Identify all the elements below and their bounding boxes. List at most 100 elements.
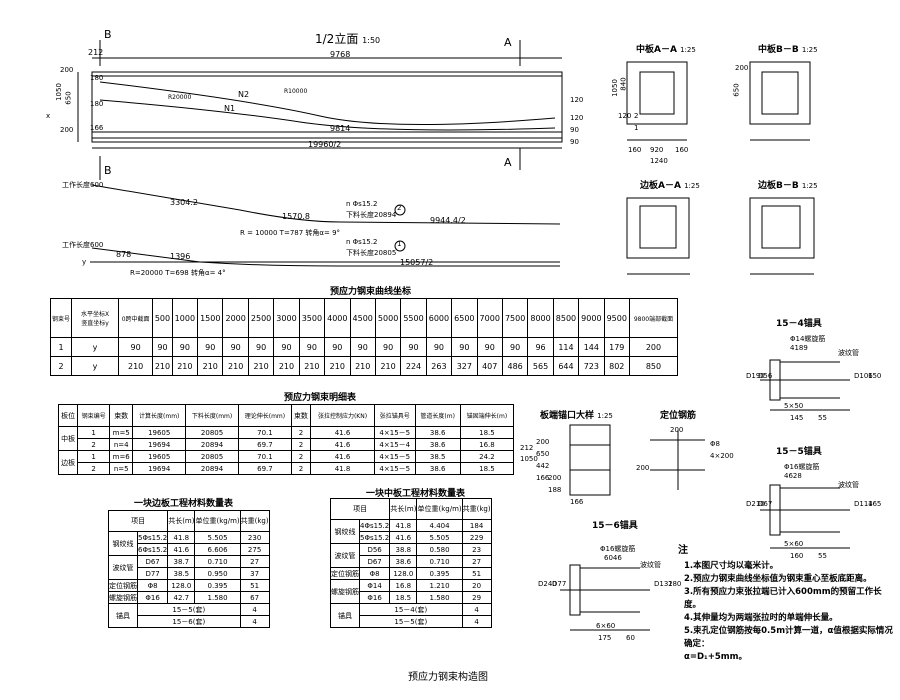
detail-cell: m=6 (109, 450, 134, 463)
coord-cell: 90 (247, 337, 275, 357)
edge-cell: 5Φs15.2 (136, 531, 169, 544)
edge-cell: 275 (239, 543, 270, 556)
section-mark-a: A (504, 36, 512, 49)
edge-cat: 螺旋钢筋 (108, 591, 138, 604)
anchor-15-4-w2: 55 (818, 414, 827, 422)
detail-cell: 24.2 (459, 450, 515, 463)
mid-cat: 钢绞线 (330, 519, 360, 544)
coord-x: 6000 (425, 298, 453, 338)
coord-cell: 1 (50, 337, 72, 357)
detail-h: 下料长度(mm) (185, 404, 239, 427)
detail-cell: n=4 (109, 438, 134, 451)
edge-table-title: 一块边板工程材料数量表 (134, 499, 234, 509)
section-title-edge-a: 边板A－A 1:25 (640, 181, 700, 191)
detail-cell: 2 (290, 438, 312, 451)
detail-h: 张拉锚具号 (374, 404, 416, 427)
coord-x: 7500 (501, 298, 529, 338)
edge-cell: 4 (239, 603, 270, 616)
edge-cat: 波纹管 (108, 555, 138, 580)
note-item: 5.束孔定位钢筋按每0.5m计算一道，α值根据实际情况确定： (684, 626, 893, 649)
anchor-end-detail (569, 424, 611, 496)
edge-cell: 6Φs15.2 (136, 543, 169, 556)
label-r-a: R10000 (284, 88, 308, 95)
coord-cell: 90 (222, 337, 249, 357)
detail-cell: 2 (290, 426, 312, 439)
detail-cell: 38.5 (414, 450, 461, 463)
coord-x: 8500 (552, 298, 580, 338)
edge-cell: 15－5(套) (137, 603, 241, 616)
detail-cell: 20894 (185, 438, 239, 451)
coord-cell: 210 (222, 356, 249, 376)
edge-cell: 38.7 (167, 555, 196, 568)
position-bar-title: 定位钢筋 (660, 411, 697, 421)
coord-cell: 224 (400, 356, 427, 376)
mid-h: 单位重(kg/m) (416, 498, 463, 520)
profile-d3: 878 (116, 250, 132, 259)
mid-cell: 41.8 (389, 519, 418, 532)
anchor-15-4-len: 4189 (790, 344, 808, 352)
detail-cell: 2 (290, 450, 312, 463)
section-dim-h2: 840 (619, 77, 628, 91)
mid-cell: 29 (461, 591, 492, 604)
edge-cell: 230 (239, 531, 270, 544)
coord-x: 2500 (247, 298, 275, 338)
profile-tendon1-spec: n Φs15.2 (346, 238, 378, 246)
coord-x: 7000 (476, 298, 503, 338)
coord-cell: 90 (324, 337, 351, 357)
anchor-15-4-d4: 150 (868, 372, 882, 380)
coord-cell: 210 (349, 356, 376, 376)
anchor-15-4-pipe: 波纹管 (838, 349, 859, 357)
beam-outline (91, 71, 563, 143)
section-dim-h5: 200 (735, 64, 749, 72)
dim-h2: 650 (64, 91, 73, 105)
coord-cell: 179 (603, 337, 630, 357)
position-bar-h: 200 (636, 464, 650, 472)
anchor-15-5-drawing (760, 484, 850, 549)
edge-cell: 5.505 (194, 531, 241, 544)
detail-cell: 16.8 (459, 438, 515, 451)
detail-cell: 20805 (185, 426, 239, 439)
tendon-n1-line (99, 99, 556, 131)
mid-cell: Φ8 (358, 567, 391, 580)
mid-cell: 41.6 (389, 531, 418, 544)
detail-cell: 18.5 (459, 426, 515, 439)
coord-x: 3000 (273, 298, 300, 338)
detail-table: 板位 钢束编号 束数 计算长度(mm) 下料长度(mm) 理论伸长(mm) 束数… (57, 404, 515, 475)
dim-r3: 166 (90, 124, 104, 132)
coord-x: 1500 (197, 298, 224, 338)
edge-cell: 0.950 (194, 567, 241, 580)
profile-tendon2-spec: n Φs15.2 (346, 200, 378, 208)
anchor-15-5-d4: 165 (868, 500, 882, 508)
coord-cell: 90 (197, 337, 224, 357)
section-bundle-2: 2 (634, 112, 639, 120)
section-bundle-1: 1 (634, 124, 639, 132)
coord-cell: 850 (628, 356, 679, 376)
mid-table-title: 一块中板工程材料数量表 (366, 489, 466, 499)
mid-cat: 定位钢筋 (330, 567, 360, 580)
edge-cell: 0.395 (194, 579, 241, 592)
coord-cell: 90 (451, 337, 478, 357)
mid-cat: 锚具 (330, 603, 360, 628)
detail-group: 边板 (57, 450, 79, 475)
mid-cell: 5Φs15.2 (358, 531, 391, 544)
detail-cell: 19694 (132, 438, 187, 451)
anchor-15-6-spiral: Φ16螺旋筋 (600, 545, 636, 553)
mid-cell: 38.6 (389, 555, 418, 568)
detail-row: 边板 1 m=6 19605 20805 70.1 2 41.6 4×15－5 … (57, 450, 515, 475)
mid-cell: 51 (461, 567, 492, 580)
dim-total: 19960/2 (308, 140, 342, 149)
profile-work-length-2: 工作长度600 (62, 241, 104, 249)
coord-cell: y (71, 356, 119, 376)
anchor-15-6-w2: 60 (626, 634, 635, 642)
section-title-mid-a: 中板A－A 1:25 (636, 45, 696, 55)
detail-cell: m=5 (109, 426, 134, 439)
edge-cat: 锚具 (108, 603, 138, 628)
label-n2: N2 (238, 90, 250, 99)
